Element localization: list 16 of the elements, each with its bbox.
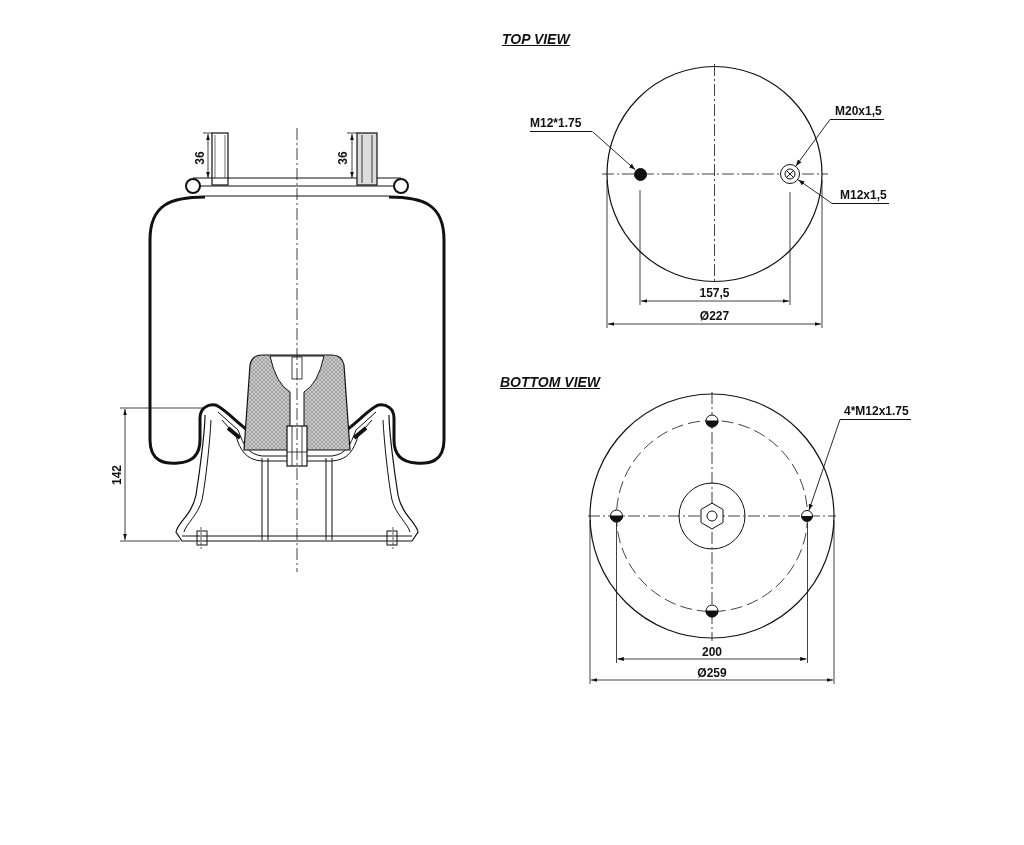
bolt-hole	[801, 510, 813, 522]
dimension-value: 142	[110, 465, 124, 485]
thread-callout: M12*1.75	[530, 116, 593, 132]
dimension-value: 36	[336, 151, 350, 165]
dimension-value: Ø227	[699, 309, 730, 323]
view-title: TOP VIEW	[502, 32, 570, 46]
view-title: BOTTOM VIEW	[500, 375, 601, 389]
dimension-value: 157,5	[699, 286, 730, 300]
dimension-value: 36	[193, 151, 207, 165]
thread-callout: 4*M12x1.75	[840, 404, 911, 420]
threaded-hole	[633, 167, 647, 181]
thread-callout: M20x1,5	[830, 104, 884, 120]
dimension-value: 200	[702, 645, 722, 659]
dimension-value: Ø259	[697, 666, 727, 680]
air-fitting-symbol	[780, 164, 800, 184]
thread-callout: M12x1,5	[832, 188, 889, 204]
